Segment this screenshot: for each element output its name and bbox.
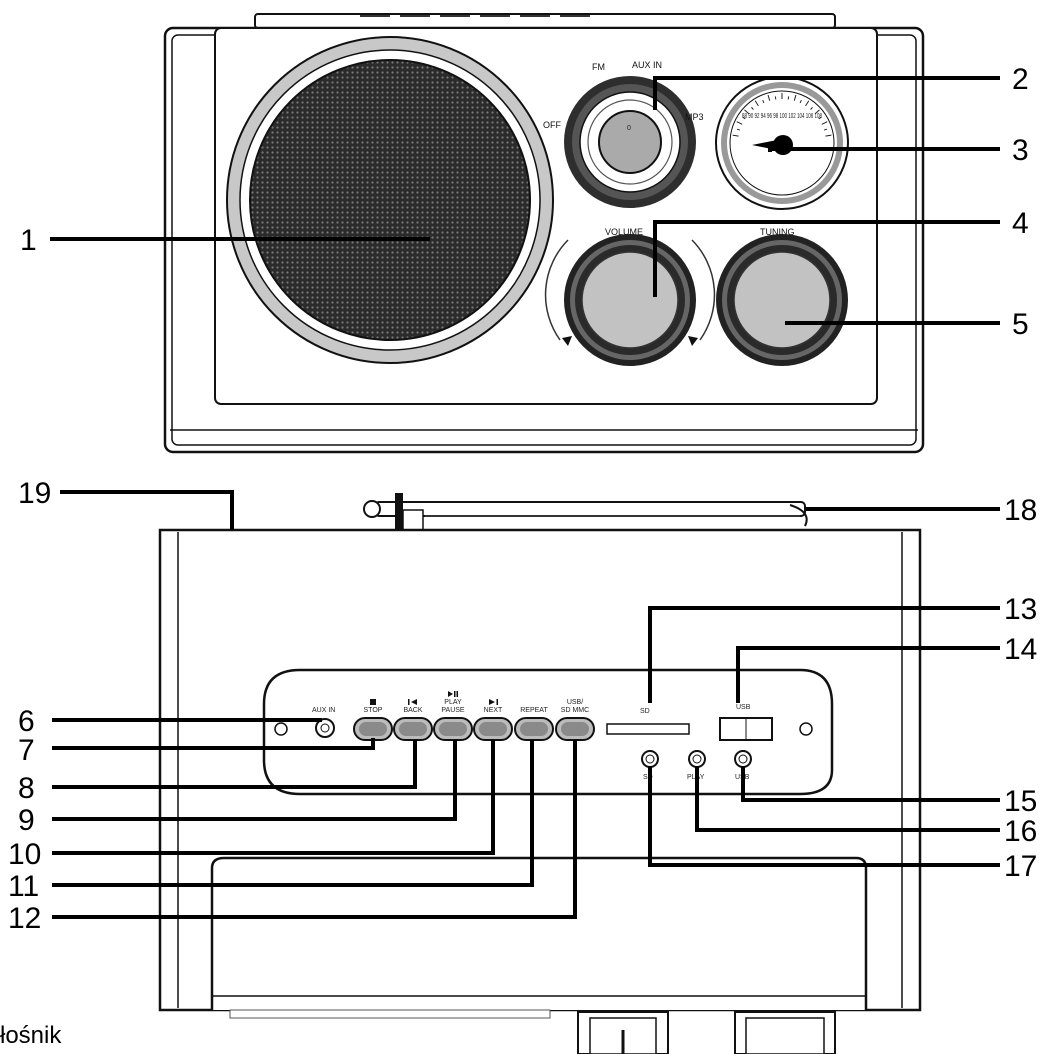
front-view: 0 OFF FM AUX IN MP3 88 90 92 94 96 98 10… [163,13,925,454]
callout-13: 13 [1004,593,1037,626]
repeat-button-label: REPEAT [520,707,548,714]
dial-tick [751,106,754,110]
dial-tick [736,128,741,131]
callout-2: 2 [1012,63,1029,96]
dial-tick [744,109,750,115]
next-icon [489,699,498,705]
dial-tick [754,100,759,107]
stop-button[interactable] [353,717,393,741]
callout-6: 6 [18,705,35,738]
callout-7: 7 [18,734,35,767]
dial-tick [767,94,771,101]
dial-tick [818,116,822,120]
selector-label-aux: AUX IN [632,60,662,70]
play-button[interactable] [433,717,473,741]
dial-tick [799,99,802,104]
svg-text:0: 0 [627,125,631,132]
previous-icon [408,699,417,705]
selector-label-mp3: MP3 [685,112,704,122]
dial-tick [742,116,746,120]
callout-11: 11 [8,870,39,903]
telescopic-antenna [363,493,808,533]
callout-16: 16 [1004,815,1037,848]
led-label-sd: SD [643,774,653,781]
callout-12: 12 [8,902,41,935]
caption-text: łośnik [0,1022,62,1049]
play-pause-icon [448,691,458,697]
dial-tick [823,128,828,131]
callout-14: 14 [1004,633,1037,666]
stop-button-label: STOP [364,707,383,714]
mode-button-label: SD MMC [561,707,589,714]
bottom-knob-right [734,1011,836,1054]
play-button-label: PLAY [444,699,462,706]
back-button[interactable] [393,717,433,741]
dial-tick [810,106,813,110]
dial-tick [736,121,743,125]
callout-numbers: 1 2 3 4 5 6 7 8 9 10 11 12 13 14 15 16 1… [8,63,1037,935]
leader-lines [50,76,1000,919]
led-usb [734,750,752,768]
function-selector-knob: 0 [564,76,696,208]
frequency-dial [715,76,849,210]
led-play [688,750,706,768]
aux-in-label: AUX IN [312,707,335,714]
callout-1: 1 [20,224,37,257]
led-sd [641,750,659,768]
stop-icon [370,699,376,705]
callout-8: 8 [18,772,35,805]
callout-17: 17 [1004,850,1037,883]
callout-5: 5 [1012,308,1029,341]
dial-tick [805,100,810,107]
dial-tick [732,134,739,137]
callout-10: 10 [8,838,41,871]
callout-18: 18 [1004,494,1037,527]
callout-3: 3 [1012,134,1029,167]
dial-scale: 88 90 92 94 96 98 100 102 104 106 108 [742,113,822,120]
callout-15: 15 [1004,785,1037,818]
usb-port-label: USB [736,704,751,711]
selector-label-off: OFF [543,120,561,130]
volume-label: VOLUME [605,227,643,237]
back-button-label: BACK [403,707,422,714]
mode-button[interactable] [555,717,595,741]
next-button[interactable] [473,717,513,741]
callout-4: 4 [1012,207,1029,240]
tuning-knob [716,234,848,366]
handle [210,856,868,1019]
next-button-label: NEXT [484,707,503,714]
bottom-knob-left [577,1011,669,1054]
repeat-button[interactable] [514,717,554,741]
dial-tick [814,109,820,115]
selector-label-fm: FM [592,62,605,72]
callout-9: 9 [18,804,35,837]
sd-card-slot [606,723,690,735]
play-button-label: PAUSE [441,707,465,714]
mode-button-label: USB/ [567,699,583,706]
speaker [226,36,554,364]
dial-tick [825,134,832,137]
callout-19: 19 [18,477,51,510]
sd-slot-label: SD [640,708,650,715]
dial-tick [762,99,765,104]
dial-tick [793,94,797,101]
tuning-label: TUNING [760,227,795,237]
dial-tick [821,121,828,125]
